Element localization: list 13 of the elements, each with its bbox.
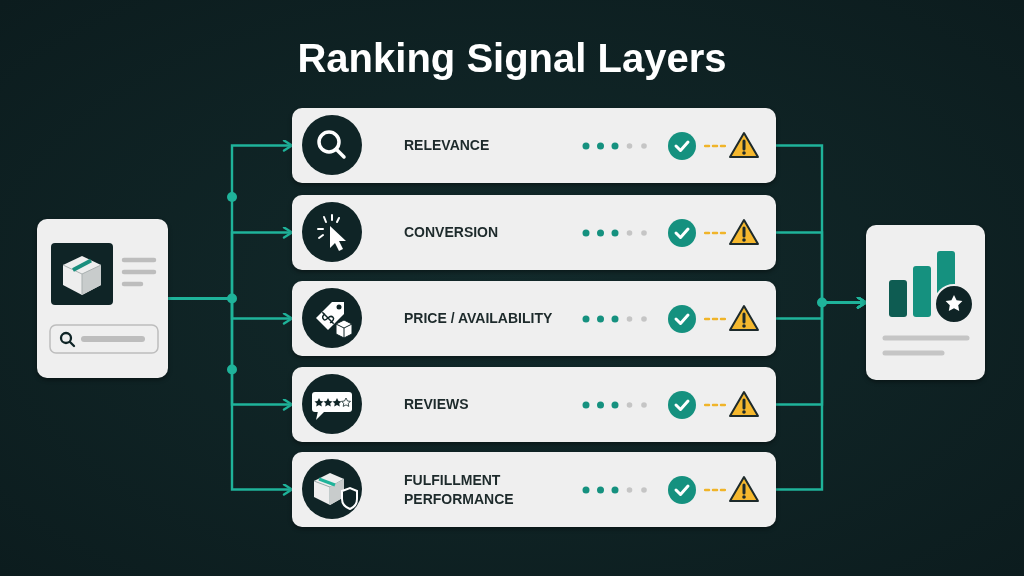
diagram-title: Ranking Signal Layers bbox=[296, 36, 728, 81]
signal-label: FULFILLMENT PERFORMANCE bbox=[404, 470, 515, 509]
signal-row-card bbox=[292, 367, 776, 442]
signal-row-card bbox=[292, 452, 776, 527]
signal-label: REVIEWS bbox=[404, 395, 470, 414]
signal-label: CONVERSION bbox=[404, 223, 500, 242]
signal-row-card bbox=[292, 195, 776, 270]
signal-label: PRICE / AVAILABILITY bbox=[404, 309, 554, 328]
signal-label: RELEVANCE bbox=[404, 136, 491, 155]
result-card bbox=[866, 225, 985, 380]
signal-row-card bbox=[292, 108, 776, 183]
product-card bbox=[37, 219, 168, 378]
signal-row-card bbox=[292, 281, 776, 356]
